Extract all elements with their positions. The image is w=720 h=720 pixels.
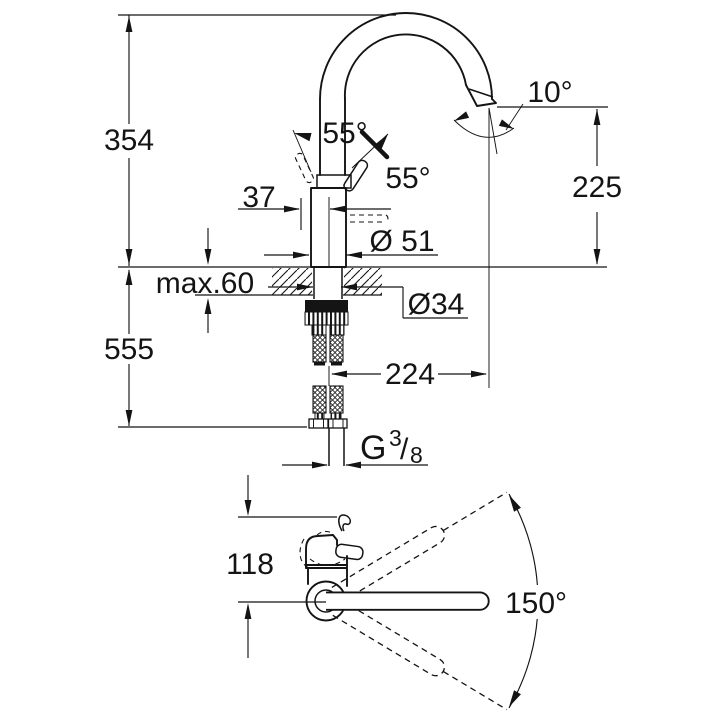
hose-right-upper (329, 334, 344, 363)
dimension-arrows (125, 16, 601, 707)
angle-right-tick (359, 129, 390, 160)
dimension-max60: max.60 (156, 228, 254, 333)
hose-nut-right (327, 418, 348, 429)
outlet-axis-line (488, 107, 498, 155)
outlet-swing-arc (453, 119, 515, 138)
dimension-118: 118 (226, 475, 337, 658)
plan-body (299, 514, 364, 622)
thread-sup-label: 3 (389, 425, 402, 451)
dim-max60-label: max.60 (156, 267, 254, 300)
body-outline (310, 187, 347, 268)
outlet-joint-line (468, 88, 494, 98)
angle-55-right-label: 55° (385, 162, 430, 195)
spout-outer-arc (319, 12, 493, 100)
hose-left-cap (314, 362, 325, 366)
plan-lever (335, 543, 364, 561)
spout-outlet (465, 84, 497, 107)
dimension-224: 224 (332, 358, 486, 391)
thread-sub-label: 8 (410, 442, 423, 468)
thread-end-tube (328, 428, 345, 466)
knurled-ring (304, 311, 349, 326)
dim-224-label: 224 (385, 358, 435, 391)
dim-555-label: 555 (104, 333, 154, 366)
dimension-dia34: Ø34 (268, 286, 468, 321)
plan-body-top (305, 534, 338, 569)
swivel-spout-positions: 150° (326, 491, 573, 711)
spout-position-lower-dashed (331, 599, 508, 711)
angle-150-label: 150° (505, 587, 567, 620)
shank-tube (313, 267, 343, 299)
spout-inner-arc (344, 33, 467, 100)
dim-118-extensions (238, 516, 337, 603)
swivel-label-bg (499, 585, 573, 619)
angle-55-callouts: 55° 55° (292, 117, 431, 195)
thread-slash-label: / (400, 433, 409, 466)
counter-hatch-right (344, 268, 382, 295)
counter-top (118, 266, 607, 296)
plan-view: 118 150° (226, 475, 573, 711)
hose-right-lower (329, 385, 344, 414)
lever-tip-curl (338, 514, 351, 532)
dim-354-label: 354 (104, 124, 154, 157)
plan-body-waist (305, 555, 348, 587)
dim-37-label: 37 (242, 181, 275, 214)
dim-34-lines (268, 286, 468, 319)
mounting-nut (305, 300, 348, 312)
spout-position-upper-dashed (331, 491, 508, 603)
dimension-354-555: 354 555 (104, 14, 396, 428)
angle-10-callout: 10° (453, 76, 573, 388)
angle-10-label: 10° (527, 76, 572, 109)
spout-position-center (326, 591, 490, 611)
angle-left-leader (292, 129, 312, 173)
thread-g-label: G (360, 429, 386, 467)
dim-118-label: 118 (226, 548, 274, 581)
riser-tube (319, 98, 346, 176)
handle-lever-front-dashed (350, 214, 389, 223)
dimension-225: 225 (497, 106, 622, 264)
dimension-thread: G 3 / 8 (282, 425, 428, 468)
dia-51-label: Ø 51 (369, 225, 434, 258)
hose-nut-facets (313, 419, 344, 428)
mounting-shank (304, 267, 349, 336)
dim-225-label: 225 (572, 171, 622, 204)
hose-left-neck (314, 412, 325, 420)
side-view: 354 555 max.60 37 55° 55° 10° (104, 12, 622, 468)
dimension-37: 37 (238, 181, 391, 230)
hose-ferrule-right (329, 324, 345, 336)
dimension-dia51: Ø 51 (264, 225, 438, 258)
hose-left-upper (312, 334, 327, 363)
counter-hatch-left (272, 268, 312, 295)
angle-55-left-label: 55° (322, 117, 367, 150)
hose-left-lower (312, 385, 327, 414)
supply-hoses (308, 334, 348, 466)
hose-right-cap (331, 362, 342, 366)
handle-lever-right (343, 159, 369, 192)
hose-nut-left (308, 418, 329, 429)
dia-34-label: Ø34 (408, 288, 465, 321)
spout-arch (319, 12, 497, 176)
hose-ferrule-left (311, 324, 327, 336)
hose-right-neck (330, 412, 342, 420)
